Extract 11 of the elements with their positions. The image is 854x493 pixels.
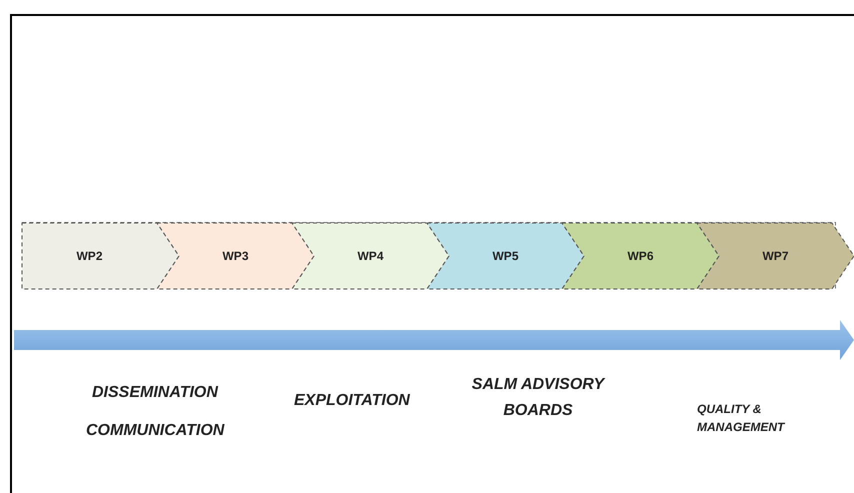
- phase-label: QUALITY & MANAGEMENT: [697, 401, 786, 436]
- chevron-step: WP5: [427, 223, 584, 289]
- phase-label: SALM ADVISORY BOARDS: [470, 375, 606, 421]
- chevron-step: WP4: [292, 223, 449, 289]
- phase-label: DISSEMINATION: [92, 383, 220, 403]
- chevron-step: WP3: [157, 223, 314, 289]
- chevron-step: WP2: [22, 223, 179, 289]
- phase-label: EXPLOITATION: [294, 391, 411, 411]
- chevron-step: WP7: [697, 223, 854, 289]
- phase-label: COMMUNICATION: [86, 421, 226, 441]
- chevron-step: WP6: [562, 223, 719, 289]
